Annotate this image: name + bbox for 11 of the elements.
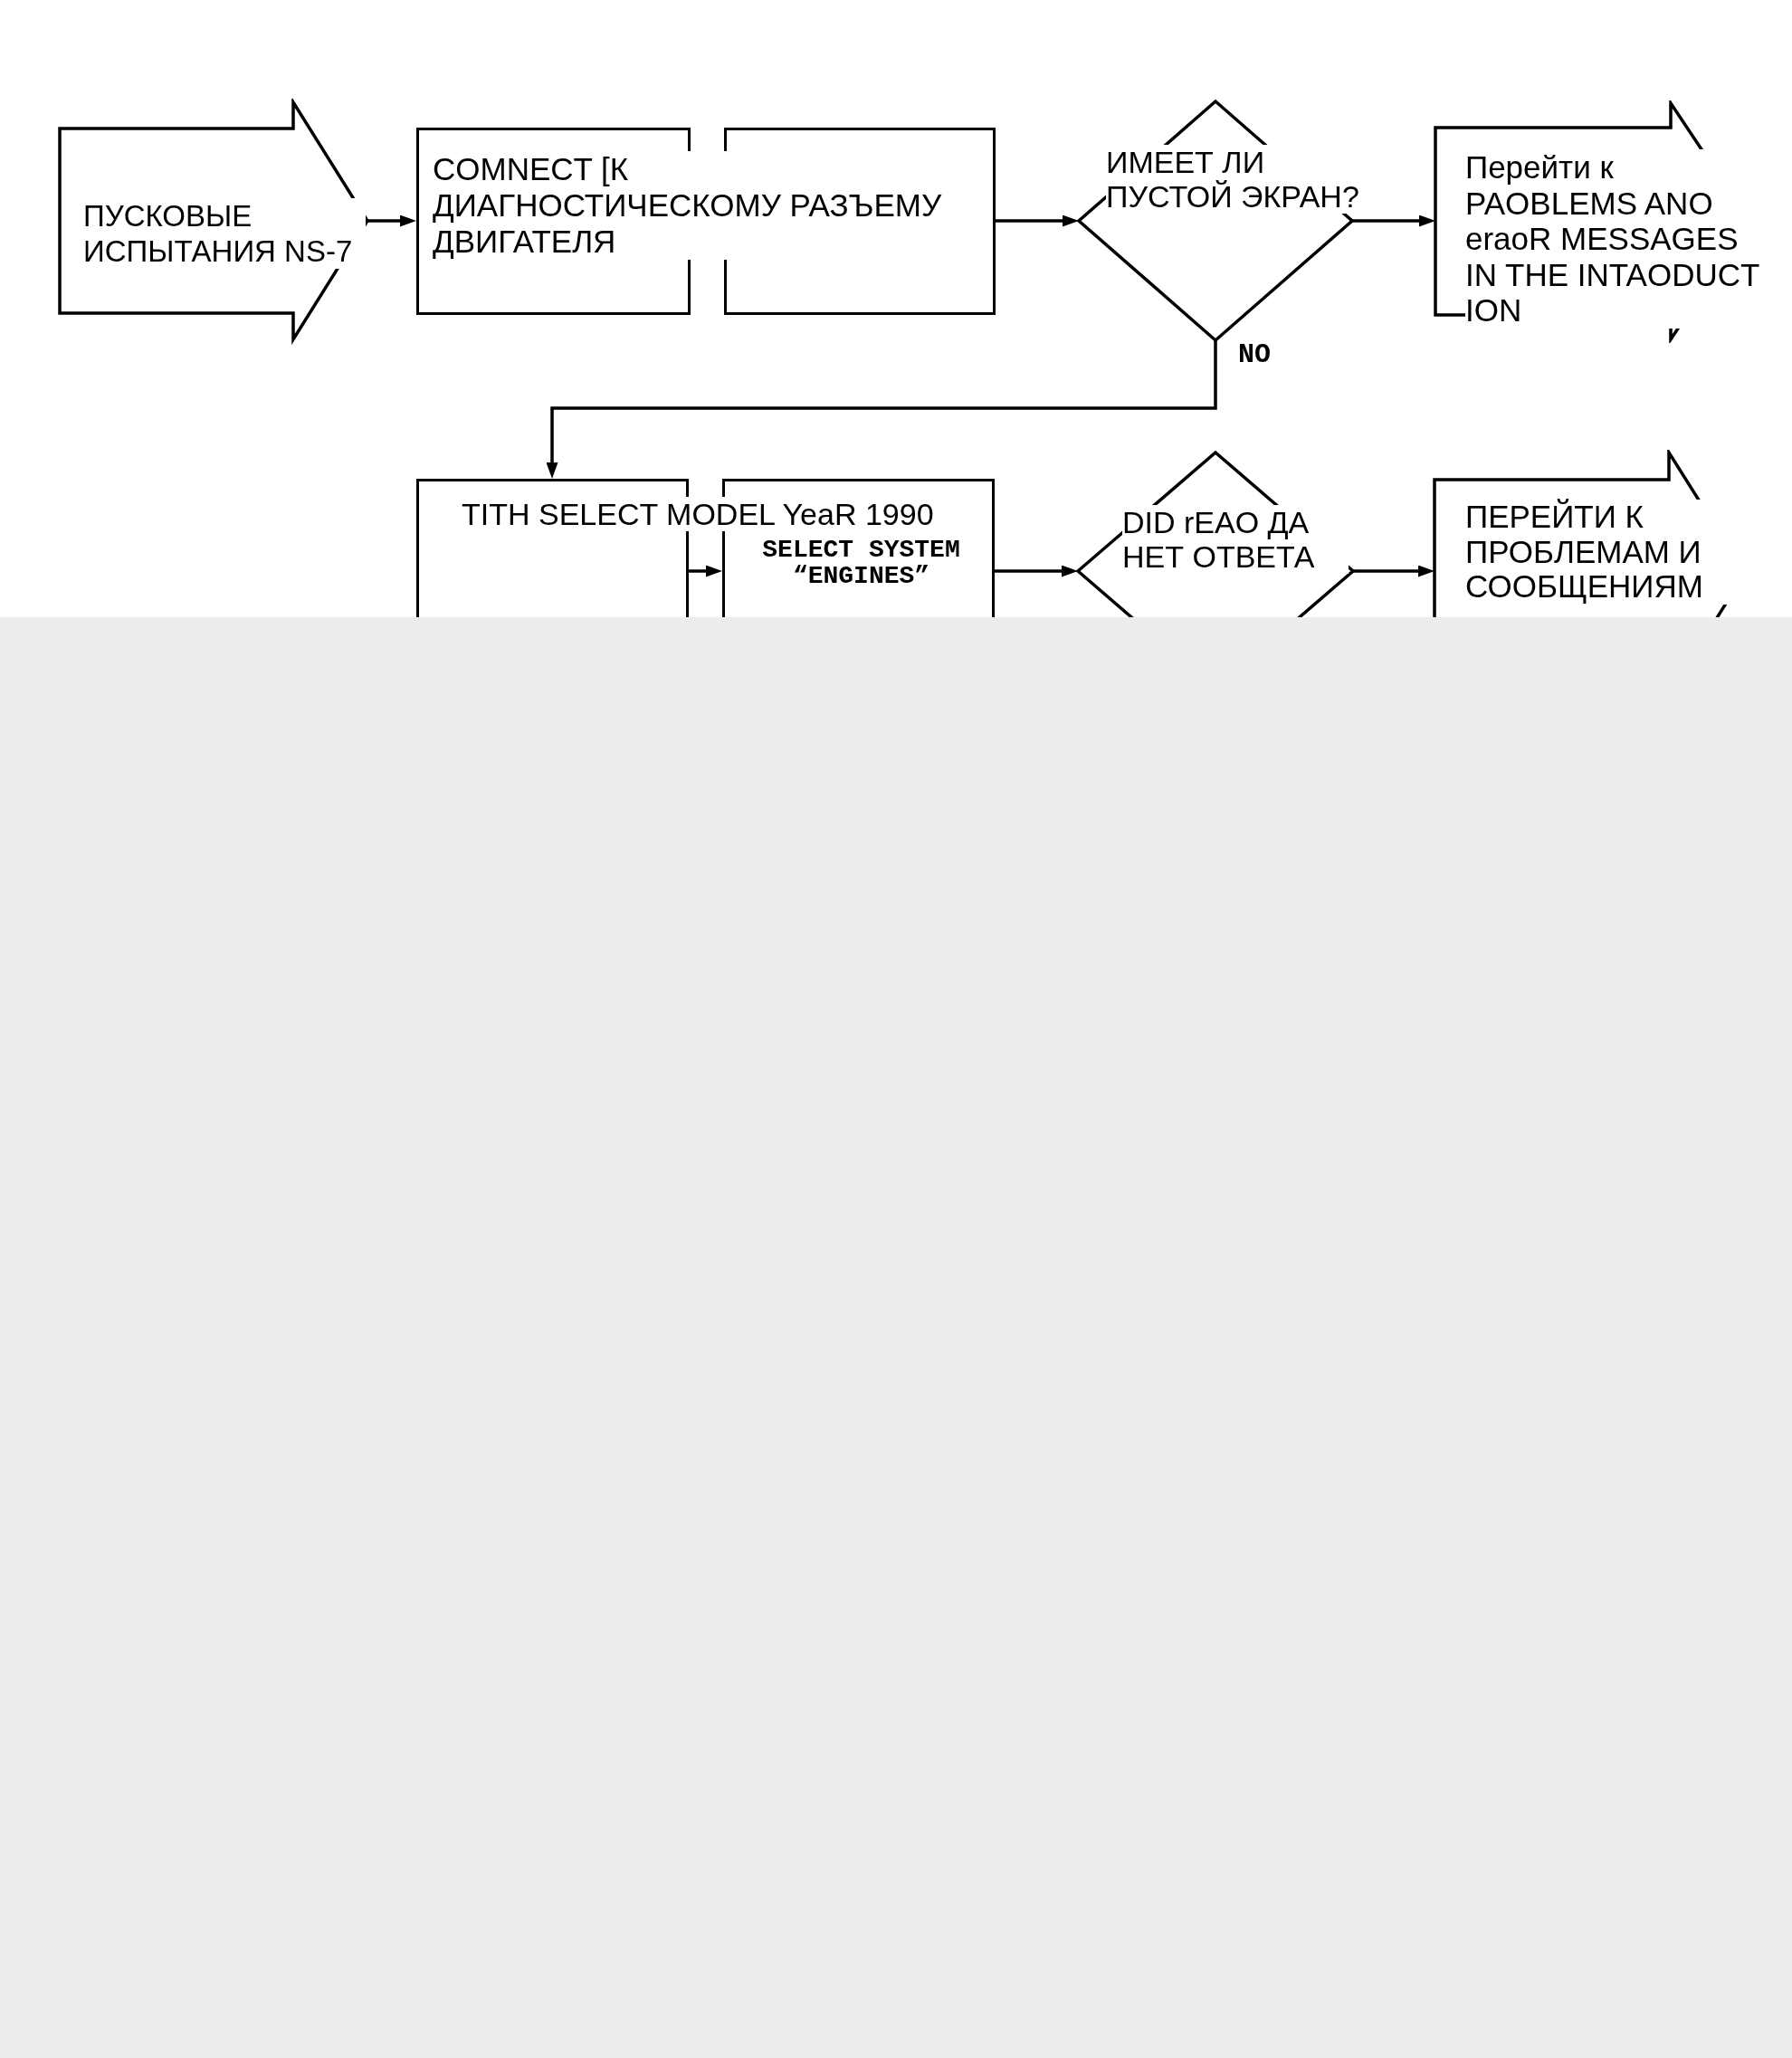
connector-arrow bbox=[996, 214, 1078, 227]
connector-arrow bbox=[1352, 214, 1435, 227]
connector-arrow bbox=[1353, 565, 1434, 577]
connector-arrow bbox=[995, 565, 1077, 577]
connector-arrow bbox=[689, 565, 721, 577]
connector-arrow bbox=[367, 214, 415, 227]
question-text: DID rEAO ДА НЕТ ОТВЕТА bbox=[1122, 505, 1349, 574]
step-text: ПУСКОВЫЕ ИСПЫТАНИЯ NS-7 bbox=[83, 198, 366, 269]
step-text: TITH SELECT MODEL YeaR 1990 bbox=[462, 497, 934, 531]
decision-diamond bbox=[1076, 451, 1356, 617]
connector-arrow bbox=[546, 340, 1217, 478]
